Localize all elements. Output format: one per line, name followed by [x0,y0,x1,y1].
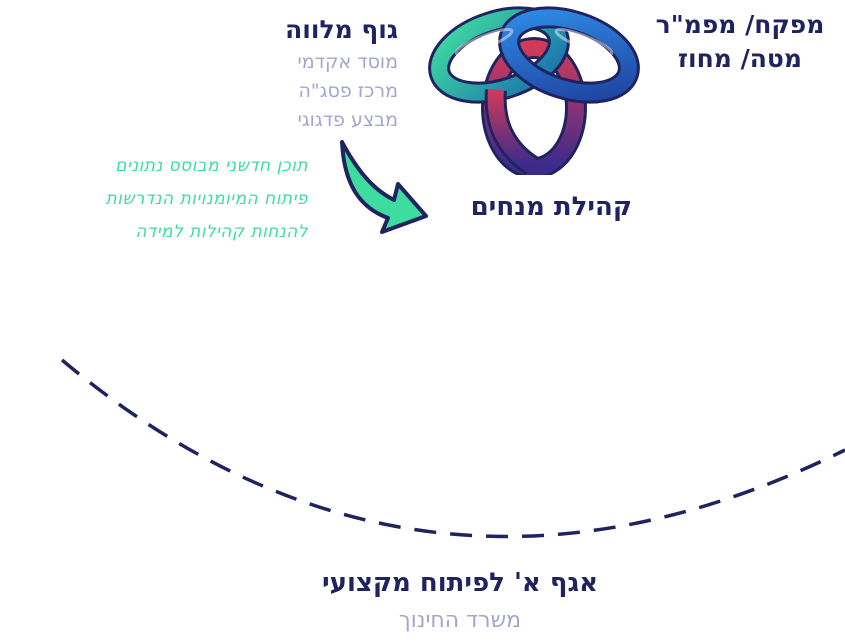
support-body-list: מוסד אקדמי מרכז פסג"ה מבצע פדגוגי [240,48,398,135]
curved-arrow-icon [340,140,428,234]
benefit-line: פיתוח המיומנויות הנדרשות [105,189,308,209]
ministry-department: אגף א' לפיתוח מקצועי [322,568,598,598]
supervisor-line: מטה/ מחוז [678,44,802,73]
benefits-notes: תוכן חדשני מבוסס נתונים פיתוח המיומנויות… [10,150,308,249]
benefit-line: תוכן חדשני מבוסס נתונים [115,156,308,176]
support-body-item: מוסד אקדמי [297,51,398,73]
ministry-name: משרד החינוך [398,608,522,633]
supervisor-label: מפקח/ מפמ"ר מטה/ מחוז [640,8,840,76]
support-body-item: מבצע פדגוגי [297,109,398,131]
community-label: קהילת מנחים [470,192,632,222]
dashed-arc [60,358,845,539]
support-body-title: גוף מלווה [285,15,398,44]
benefit-line: להנחות קהילות למידה [135,222,308,242]
supervisor-line: מפקח/ מפמ"ר [655,10,825,39]
support-body-item: מרכז פסג"ה [298,80,398,102]
trinity-knot-icon [428,6,640,175]
